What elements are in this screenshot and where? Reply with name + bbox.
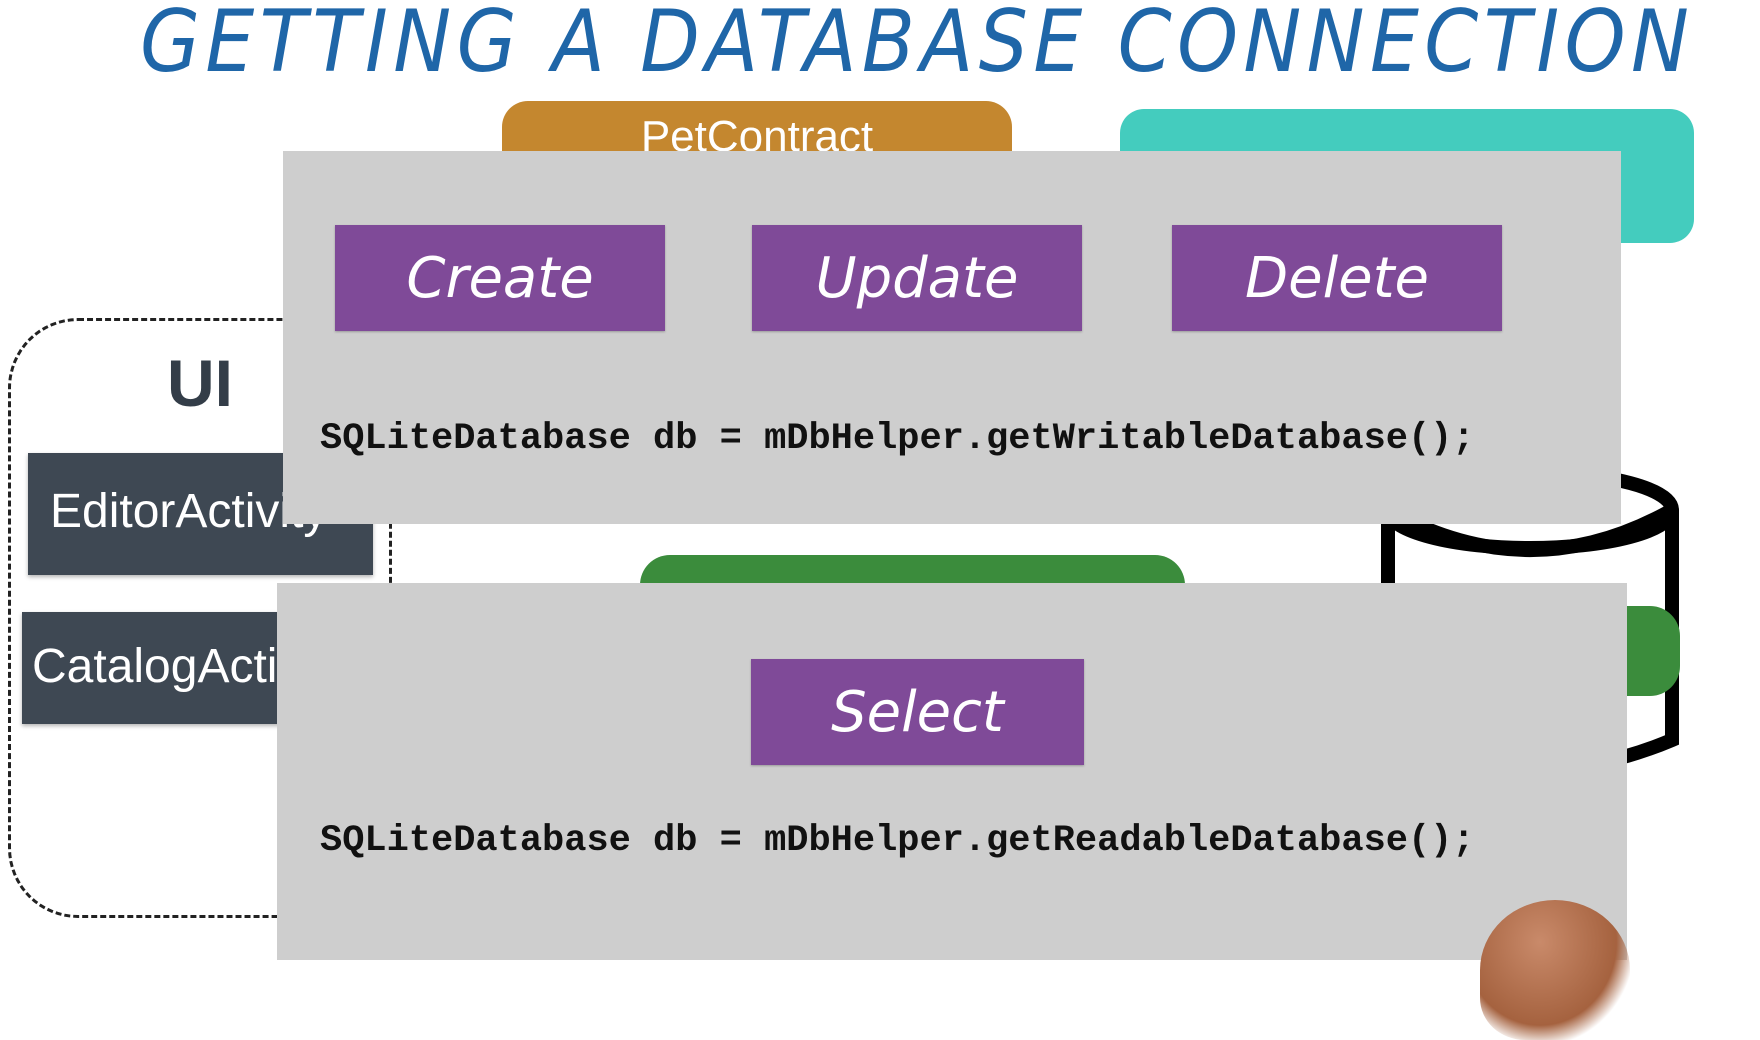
update-button[interactable]: Update [752, 225, 1082, 331]
create-button[interactable]: Create [335, 225, 665, 331]
page-title: GETTING A DATABASE CONNECTION [140, 0, 1695, 92]
ui-label: UI [167, 346, 233, 420]
readable-database-code: SQLiteDatabase db = mDbHelper.getReadabl… [320, 820, 1475, 862]
select-button[interactable]: Select [751, 659, 1084, 765]
delete-button[interactable]: Delete [1172, 225, 1502, 331]
write-panel [283, 151, 1621, 524]
pointing-finger [1480, 900, 1630, 1040]
writable-database-code: SQLiteDatabase db = mDbHelper.getWritabl… [320, 418, 1475, 460]
read-panel [277, 583, 1627, 960]
